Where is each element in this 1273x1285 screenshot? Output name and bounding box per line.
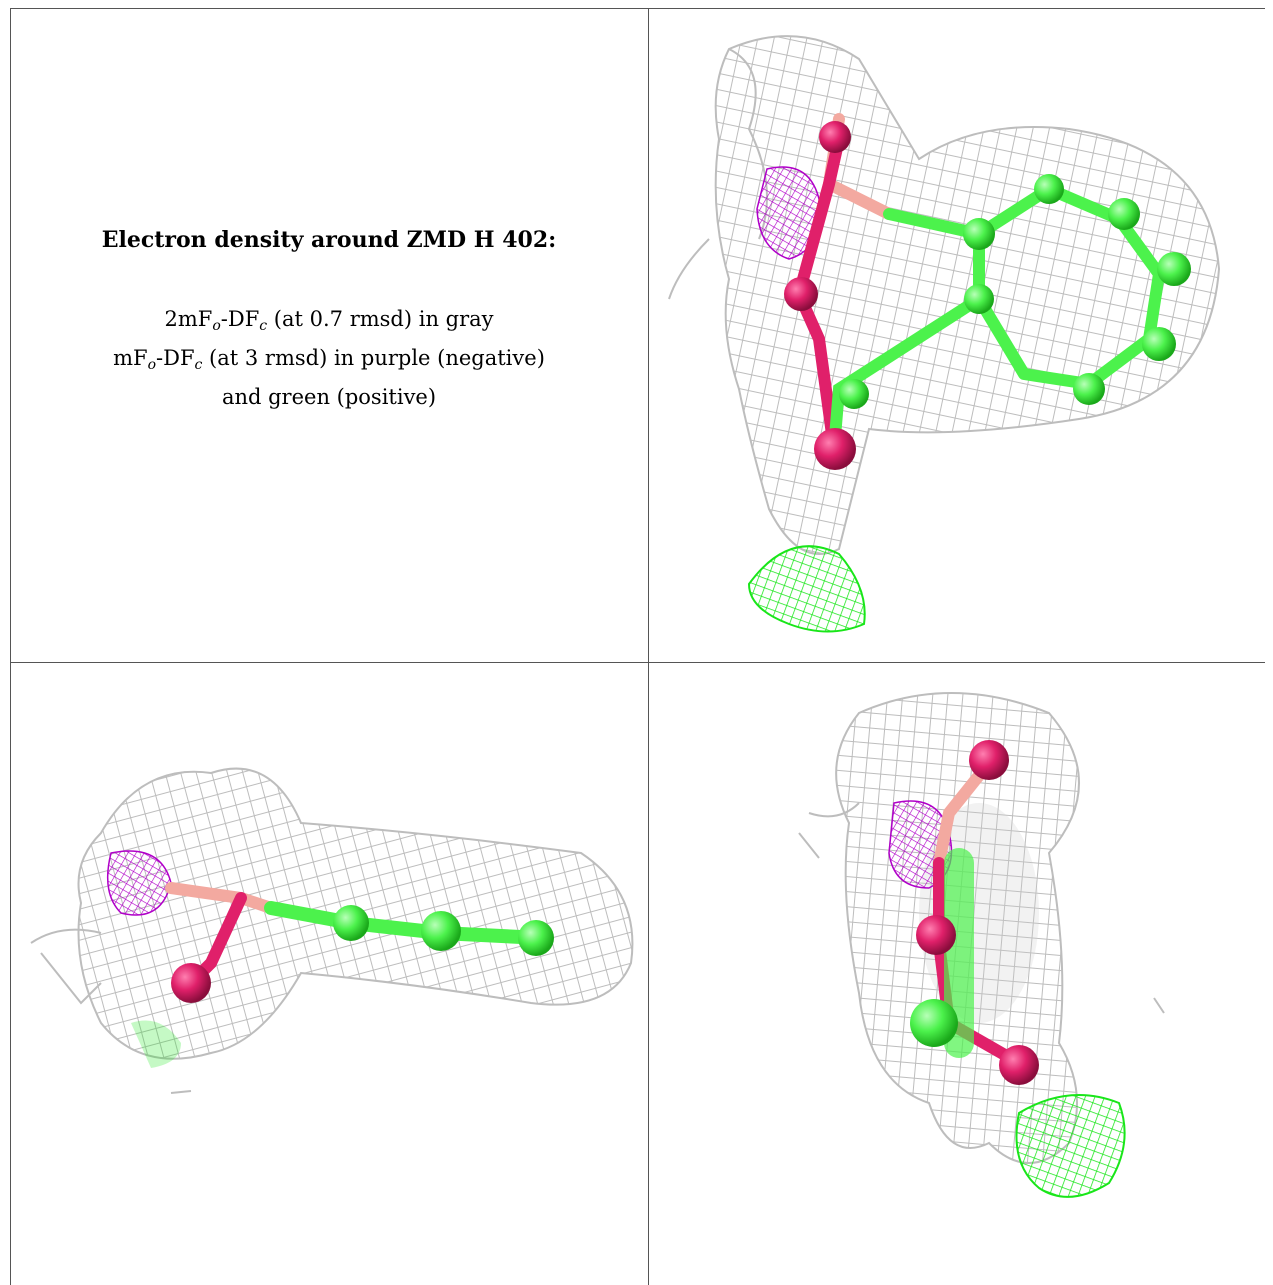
caption-line-mfo: mFo-DFc (at 3 rmsd) in purple (negative) (113, 346, 545, 373)
caption: Electron density around ZMD H 402: 2mFo-… (11, 227, 647, 413)
caption-cell: Electron density around ZMD H 402: 2mFo-… (11, 9, 647, 661)
density-render-side (30, 767, 634, 1094)
caption-title: Electron density around ZMD H 402: (101, 227, 557, 253)
table-border-left (10, 8, 11, 1285)
density-view-side (11, 663, 647, 1285)
density-render-top (668, 35, 1221, 633)
density-view-front (649, 663, 1273, 1285)
caption-line-green: and green (positive) (221, 385, 437, 409)
caption-line-2mfo: 2mFo-DFc (at 0.7 rmsd) in gray (164, 307, 494, 334)
density-view-top (649, 9, 1273, 661)
table-border-top (10, 8, 1265, 9)
table-divider-vertical (648, 8, 649, 1285)
density-render-front (798, 692, 1165, 1198)
table-divider-horizontal (10, 662, 1265, 663)
